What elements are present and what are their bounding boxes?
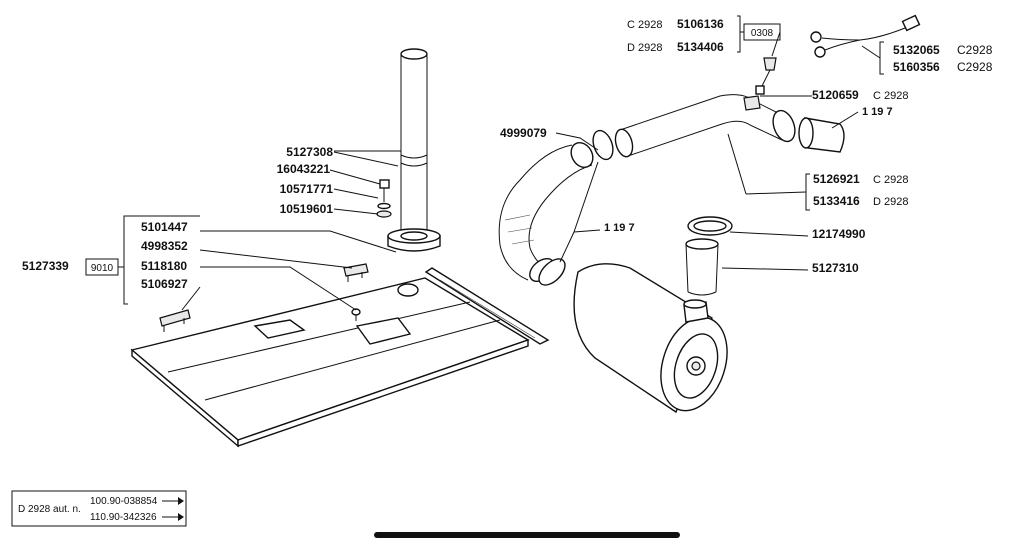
label-5106927: 5106927 <box>141 277 188 291</box>
clamp-left-lower <box>538 258 566 286</box>
label-5133416: 5133416 <box>813 194 860 208</box>
label-5134406: 5134406 <box>677 40 724 54</box>
home-indicator[interactable] <box>374 532 680 538</box>
serial-end: 110.90-342326 <box>90 512 157 523</box>
label-c2928-b: C2928 <box>957 43 993 57</box>
label-5120659: 5120659 <box>812 88 859 102</box>
base-plate <box>130 277 530 448</box>
serial-range-box: D 2928 aut. n. 100.90-038854 110.90-3423… <box>11 490 187 527</box>
rubber-sleeve <box>798 117 845 153</box>
label-10519601: 10519601 <box>280 202 334 216</box>
label-16043221: 16043221 <box>277 162 331 176</box>
box-9010 <box>85 258 119 276</box>
label-5132065: 5132065 <box>893 43 940 57</box>
arrow-right-icon <box>162 513 184 521</box>
label-0308: 0308 <box>751 28 774 39</box>
label-5127339: 5127339 <box>22 259 69 273</box>
label-5127310: 5127310 <box>812 261 859 275</box>
label-5160356: 5160356 <box>893 60 940 74</box>
label-5101447: 5101447 <box>141 220 188 234</box>
arrow-right-icon <box>162 497 184 505</box>
label-10571771: 10571771 <box>280 182 334 196</box>
label-c2928-d: C 2928 <box>873 90 908 102</box>
label-c2928-a: C 2928 <box>627 19 662 31</box>
temperature-sensor <box>755 57 777 95</box>
label-5127308: 5127308 <box>286 145 333 159</box>
label-4998352: 4998352 <box>141 239 188 253</box>
label-12174990: 12174990 <box>812 227 866 241</box>
label-c2928-c: C2928 <box>957 60 993 74</box>
right-labels: C 2928 5106136 D 2928 5134406 0308 51320… <box>500 17 993 275</box>
label-1197-a: 1 19 7 <box>862 106 893 118</box>
bracket-5106927 <box>159 309 191 332</box>
upper-elbow-pipe <box>614 94 793 158</box>
label-4999079: 4999079 <box>500 126 547 140</box>
label-5126921: 5126921 <box>813 172 860 186</box>
label-1197-b: 1 19 7 <box>604 222 635 234</box>
serial-start: 100.90-038854 <box>90 496 158 507</box>
bolt-and-washers <box>376 179 392 218</box>
intake-tube <box>685 238 719 296</box>
exhaust-pipe <box>387 48 441 252</box>
screw-5118180 <box>351 308 361 321</box>
label-9010: 9010 <box>91 263 114 274</box>
label-5118180: 5118180 <box>141 259 187 273</box>
label-5106136: 5106136 <box>677 17 724 31</box>
bracket-4998352 <box>343 263 369 282</box>
sensor-cable <box>810 14 921 58</box>
clamp-right <box>772 109 796 143</box>
air-filter <box>573 263 728 414</box>
label-d2928-a: D 2928 <box>627 42 662 54</box>
support-strip <box>424 267 550 345</box>
clamp-12174990 <box>687 216 733 236</box>
label-c2928-e: C 2928 <box>873 174 908 186</box>
label-d2928-b: D 2928 <box>873 196 908 208</box>
leader-lines <box>118 15 884 311</box>
left-labels: 5127308 16043221 10571771 10519601 51014… <box>22 145 333 291</box>
model-label: D 2928 aut. n. <box>18 504 81 515</box>
